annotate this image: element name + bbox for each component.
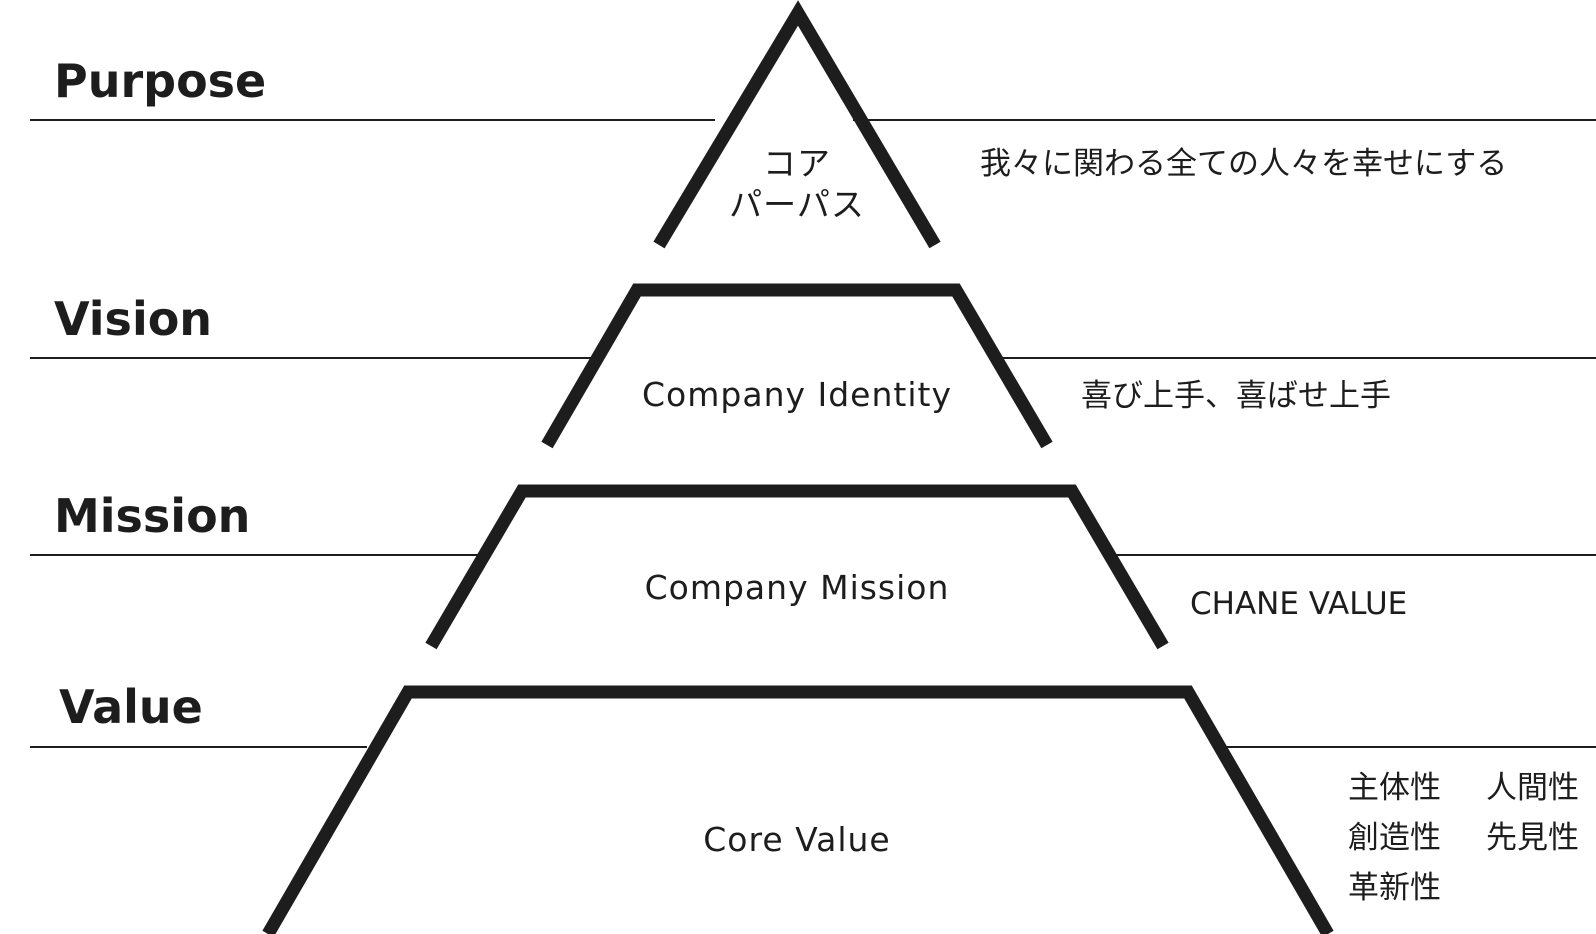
value-band — [262, 685, 1334, 934]
purpose-band — [653, 0, 941, 249]
value-name: Core Value — [703, 820, 891, 859]
mission-title: Mission — [54, 489, 250, 543]
value-item: 主体性 — [1348, 770, 1441, 806]
value-item: 創造性 — [1348, 820, 1441, 856]
vision-band — [541, 283, 1053, 449]
vision-description: 喜び上手、喜ばせ上手 — [1081, 378, 1391, 414]
mission-band — [425, 484, 1169, 650]
mission-description: CHANE VALUE — [1190, 586, 1407, 622]
value-title: Value — [59, 680, 203, 734]
purpose-description: 我々に関わる全ての人々を幸せにする — [980, 146, 1507, 182]
purpose-name-line1: コア — [763, 144, 831, 183]
purpose-name-line2: パーパス — [729, 185, 865, 224]
mission-name: Company Mission — [645, 568, 950, 607]
value-item: 人間性 — [1486, 770, 1579, 806]
vision-title: Vision — [54, 292, 212, 346]
purpose-title: Purpose — [54, 54, 266, 108]
value-item: 先見性 — [1486, 820, 1579, 856]
vision-name: Company Identity — [642, 375, 952, 414]
value-item: 革新性 — [1348, 870, 1441, 906]
